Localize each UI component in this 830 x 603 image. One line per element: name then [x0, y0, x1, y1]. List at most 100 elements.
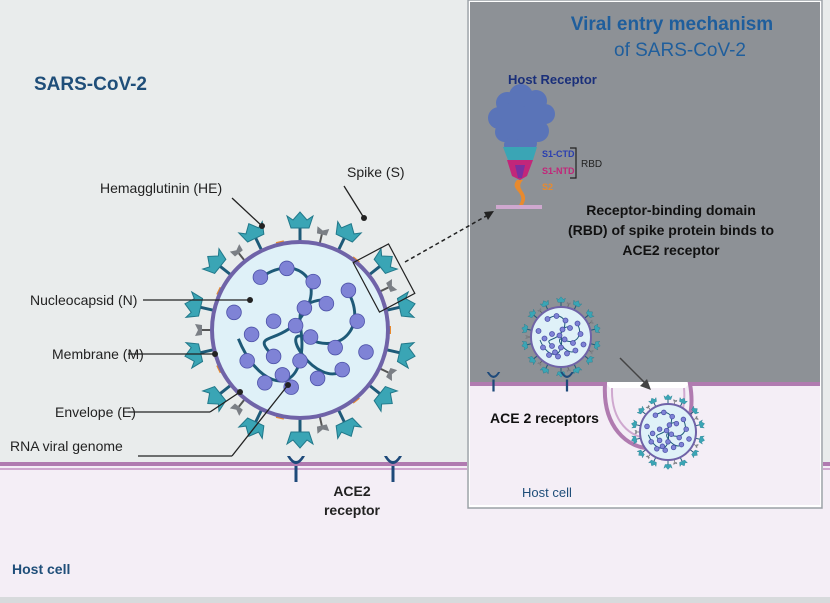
panel-background [470, 2, 820, 382]
nucleocapsid-protein [652, 412, 659, 418]
nucleocapsid-protein [274, 367, 291, 383]
host-receptor-label: Host Receptor [508, 72, 597, 87]
entry-arrowhead [640, 379, 651, 390]
nucleocapsid-protein [265, 313, 282, 329]
nucleocapsid-protein [546, 352, 552, 358]
nucleocapsid-protein [570, 340, 576, 346]
nucleocapsid-protein [668, 431, 675, 437]
nucleocapsid-protein [574, 320, 581, 327]
nucleocapsid-protein [656, 437, 663, 444]
nucleocapsid-protein [580, 341, 587, 348]
rbd-label: RBD [581, 159, 602, 170]
nucleocapsid-protein [670, 444, 677, 451]
nucleocapsid-protein [654, 446, 660, 452]
rbd-desc-line1: Receptor-binding domain [586, 202, 756, 218]
nucleocapsid-protein [564, 350, 570, 357]
nucleocapsid-protein [661, 409, 667, 416]
zoom-box [352, 243, 416, 313]
virus-small-attaching [520, 296, 602, 378]
label-hemagglutinin: Hemagglutinin (HE) [100, 180, 222, 196]
nucleocapsid-protein [644, 423, 650, 430]
nucleocapsid-protein [562, 317, 569, 324]
nucleocapsid-protein [292, 353, 308, 369]
nucleocapsid-protein [318, 295, 335, 312]
panel-title-line2: of SARS-CoV-2 [614, 40, 746, 61]
nucleocapsid-protein [309, 370, 326, 387]
label-rna-genome: RNA viral genome [10, 438, 123, 454]
nucleocapsid-protein [572, 347, 579, 354]
nucleocapsid-protein [349, 313, 365, 329]
receptor-spike-illustration [488, 84, 555, 209]
ace2-receptors-label: ACE 2 receptors [490, 410, 599, 426]
nucleocapsid-protein [265, 348, 282, 365]
nucleocapsid-protein [665, 439, 671, 445]
nucleocapsid-protein [673, 420, 680, 427]
nucleocapsid-protein [239, 353, 255, 369]
nucleocapsid-protein [549, 343, 555, 349]
nucleocapsid-protein [279, 260, 295, 277]
nucleocapsid-protein [540, 344, 546, 351]
rbd-desc-line2: (RBD) of spike protein binds to [568, 222, 774, 238]
nucleocapsid-protein [535, 328, 542, 334]
nucleocapsid-protein [659, 443, 666, 450]
nucleocapsid-protein [556, 332, 563, 339]
panel-host-cell-label: Host cell [522, 485, 572, 500]
nucleocapsid-protein [663, 427, 670, 434]
label-membrane: Membrane (M) [52, 346, 144, 362]
s2-label: S2 [542, 182, 553, 192]
nucleocapsid-protein [656, 426, 663, 432]
bottom-border [0, 597, 830, 603]
nucleocapsid-protein [648, 439, 654, 445]
nucleocapsid-protein [257, 375, 273, 391]
virus-particle [180, 210, 420, 450]
label-envelope: Envelope (E) [55, 404, 136, 420]
nucleocapsid-protein [567, 325, 573, 331]
nucleocapsid-protein [558, 344, 564, 351]
nucleocapsid-protein [577, 331, 584, 337]
nucleocapsid-protein [553, 313, 560, 319]
nucleocapsid-protein [549, 331, 555, 337]
nucleocapsid-protein [287, 317, 304, 334]
nucleocapsid-protein [327, 339, 343, 356]
nucleocapsid-protein [555, 353, 561, 360]
nucleocapsid-protein [243, 326, 260, 343]
nucleocapsid-protein [649, 430, 656, 437]
ace2-label-line2: receptor [324, 502, 381, 518]
nucleocapsid-protein [680, 416, 687, 423]
panel-title-line1: Viral entry mechanism [571, 14, 773, 35]
rna-genome [226, 260, 374, 395]
nucleocapsid-protein [340, 282, 357, 299]
s1-ctd-label: S1-CTD [542, 149, 575, 159]
virus-small-internalized [629, 393, 707, 471]
s1-ctd-shape [503, 147, 537, 164]
nucleocapsid-protein [334, 361, 350, 378]
label-nucleocapsid: Nucleocapsid (N) [30, 292, 137, 308]
nucleocapsid-protein [678, 441, 685, 448]
rbd-desc-line3: ACE2 receptor [622, 242, 720, 258]
nucleocapsid-protein [302, 329, 319, 345]
label-spike: Spike (S) [347, 164, 405, 180]
zoom-arrowhead [484, 211, 494, 220]
ace2-label-line1: ACE2 [333, 483, 371, 499]
nucleocapsid-protein [669, 413, 675, 420]
nucleocapsid-protein [561, 336, 568, 343]
entry-arrow [619, 357, 647, 385]
nucleocapsid-protein [305, 273, 321, 290]
s2-shape [514, 180, 526, 205]
nucleocapsid-protein [676, 434, 682, 441]
nucleocapsid-protein [662, 447, 668, 453]
nucleocapsid-protein [541, 335, 548, 342]
s1-ntd-label: S1-NTD [542, 166, 575, 176]
nucleocapsid-protein [686, 436, 692, 442]
nucleocapsid-protein [552, 349, 558, 356]
nucleocapsid-protein [226, 304, 242, 321]
left-title: SARS-CoV-2 [34, 74, 147, 95]
nucleocapsid-protein [559, 326, 566, 333]
nucleocapsid-protein [666, 422, 673, 428]
label-dots [212, 215, 367, 395]
zoom-arrow [404, 214, 489, 263]
nucleocapsid-protein [296, 300, 313, 316]
rbd-bracket [570, 147, 577, 179]
